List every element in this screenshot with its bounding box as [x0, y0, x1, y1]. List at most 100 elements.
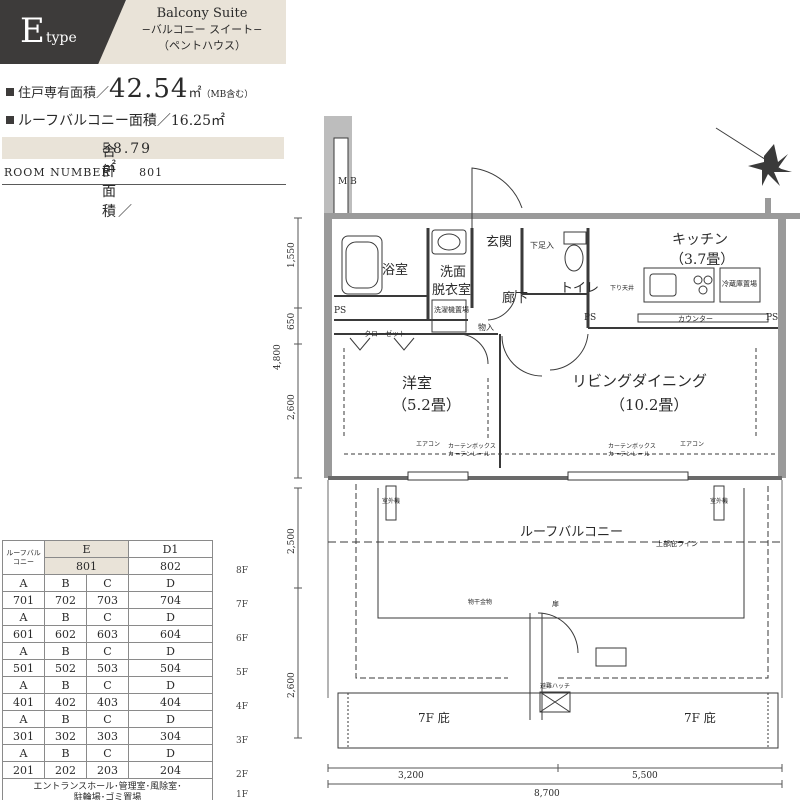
dim-650: 650 [287, 313, 297, 330]
unit-letter-cell: B [44, 744, 87, 762]
unit-letter-cell: C [86, 608, 129, 626]
eave-left-label: 7F 庇 [418, 710, 450, 725]
roof-label: ルーフバルコニー面積／ [18, 113, 171, 129]
entrance-cell: エントランスホール･管理室･風除室･駐輪場･ゴミ置場 [2, 778, 213, 800]
suite-name: Balcony Suite −バルコニー スイート− （ペントハウス） [122, 6, 282, 54]
room-number-line: ROOM NUMBER 801 [4, 166, 163, 179]
clothes-pole-label: 物干金物 [468, 598, 492, 606]
bullet-square [6, 88, 14, 96]
suite-en: Balcony Suite [156, 6, 248, 21]
unit-letter-cell: D [128, 676, 213, 694]
unit-number-cell: 401 [2, 693, 45, 711]
suite-jp: −バルコニー スイート− [141, 23, 263, 36]
dim-8700: 8,700 [534, 789, 560, 799]
mb-label: M B [338, 177, 357, 187]
door-label: 扉 [552, 599, 559, 608]
unit-letter-cell: B [44, 642, 87, 660]
ps-label-1: PS [334, 306, 346, 316]
curtain-rail-label-1: カーテンレール [448, 451, 490, 458]
type-band [96, 0, 286, 64]
western-room-label: 洋室 [402, 374, 432, 392]
curtain-box-label-2: カーテンボックス [608, 442, 656, 450]
dressing-label: 脱衣室 [432, 282, 471, 298]
unit-letter-cell: A [2, 574, 45, 592]
unit-number-cell: 604 [128, 625, 213, 643]
dim-3200: 3,200 [398, 771, 424, 781]
outdoor-unit-left-label: 室外機 [382, 497, 400, 505]
aircon-label-1: エアコン [416, 441, 440, 448]
evac-hatch-label: 避難ハッチ [540, 682, 570, 690]
entrance-line-2: 駐輪場･ゴミ置場 [73, 792, 142, 800]
unit-number-cell: 504 [128, 659, 213, 677]
floor-label: 3F [236, 736, 248, 746]
total-value: 58.79㎡ [102, 141, 153, 176]
exclusive-note: （MB含む） [201, 90, 254, 100]
unit-number-cell: 702 [44, 591, 87, 609]
bullet-square [6, 116, 14, 124]
closet-label: クローゼット [364, 329, 406, 338]
dim-2500: 2,500 [287, 528, 297, 554]
unit-letter-cell: A [2, 710, 45, 728]
unit-letter-cell: C [86, 710, 129, 728]
unit-number-cell: 403 [86, 693, 129, 711]
exclusive-unit: ㎡ [188, 86, 202, 101]
counter-label: カウンター [678, 314, 713, 323]
unit-number-cell: 602 [44, 625, 87, 643]
exclusive-label: 住戸専有面積／ [18, 86, 110, 101]
header-e: E [44, 540, 129, 558]
roof-value: 16.25㎡ [170, 113, 225, 129]
type-letter: E [20, 11, 45, 51]
floor-label: 5F [236, 668, 248, 678]
storage-label: 物入 [478, 322, 494, 332]
dim-4800: 4,800 [273, 344, 283, 370]
unit-letter-cell: A [2, 608, 45, 626]
unit-letter-cell: D [128, 608, 213, 626]
suite-sub: （ペントハウス） [158, 39, 246, 52]
unit-number-cell: 303 [86, 727, 129, 745]
kitchen-size: （3.7畳） [670, 252, 734, 268]
type-suffix: type [46, 30, 77, 46]
floor-plan: M B PS PS PS 下足入 物入 洗濯機置場 冷蔵庫置場 カウンター クロ… [273, 116, 800, 799]
western-room-size: （5.2畳） [392, 396, 461, 414]
ps-label-2: PS [584, 313, 596, 323]
roof-area: ルーフバルコニー面積／16.25㎡ [6, 110, 225, 130]
unit-number-cell: 302 [44, 727, 87, 745]
exclusive-area: 住戸専有面積／42.54㎡（MB含む） [6, 74, 253, 104]
hallway-label: 廊下 [502, 290, 528, 306]
washing-label: 洗濯機置場 [434, 305, 469, 314]
unit-letter-cell: B [44, 608, 87, 626]
washroom-label: 洗面 [440, 265, 466, 280]
eave-right-label: 7F 庇 [684, 710, 716, 725]
floor-label-1f: 1F [236, 790, 248, 800]
unit-801: 801 [44, 557, 129, 575]
kitchen-label: キッチン [672, 232, 728, 248]
dim-1550: 1,550 [287, 242, 297, 268]
dim-5500: 5,500 [632, 771, 658, 781]
living-label: リビングダイニング [572, 372, 707, 390]
floor-label: 6F [236, 634, 248, 644]
curtain-box-label-1: カーテンボックス [448, 442, 496, 450]
unit-number-cell: 304 [128, 727, 213, 745]
unit-number-cell: 402 [44, 693, 87, 711]
table-row: エントランスホール･管理室･風除室･駐輪場･ゴミ置場 [2, 778, 213, 800]
floor-label: 2F [236, 770, 248, 780]
total-label: 合 計 面 積／ [102, 144, 134, 220]
unit-number-cell: 701 [2, 591, 45, 609]
room-number: 801 [139, 166, 164, 179]
unit-number-cell: 501 [2, 659, 45, 677]
unit-letter-cell: B [44, 710, 87, 728]
unit-letter-cell: C [86, 574, 129, 592]
lowered-ceiling-label: 下り天井 [610, 284, 634, 292]
